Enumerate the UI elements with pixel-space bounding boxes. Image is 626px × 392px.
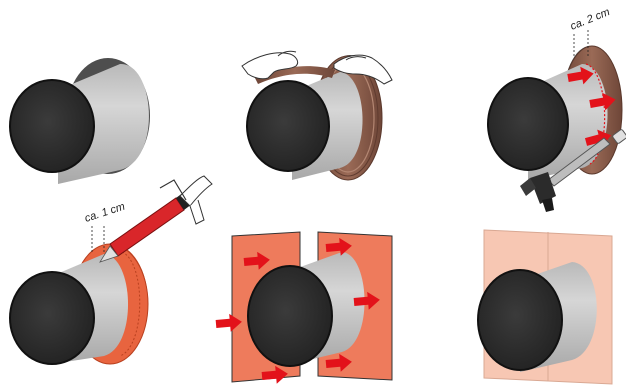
step-2-rope-wrap [242,51,392,180]
pipe-front-face [10,80,94,172]
measure-label: ca. 2 cm [569,6,612,33]
caulking-gun-icon [100,176,212,262]
step-5-press-plates [215,232,392,385]
step-1-bare-pipe [10,58,150,184]
step-6-finished [478,230,612,384]
step-3-compress-rope: ca. 2 cm [488,6,626,212]
step-4-apply-sealant: ca. 1 cm [10,176,212,364]
measure-label: ca. 1 cm [83,201,126,225]
